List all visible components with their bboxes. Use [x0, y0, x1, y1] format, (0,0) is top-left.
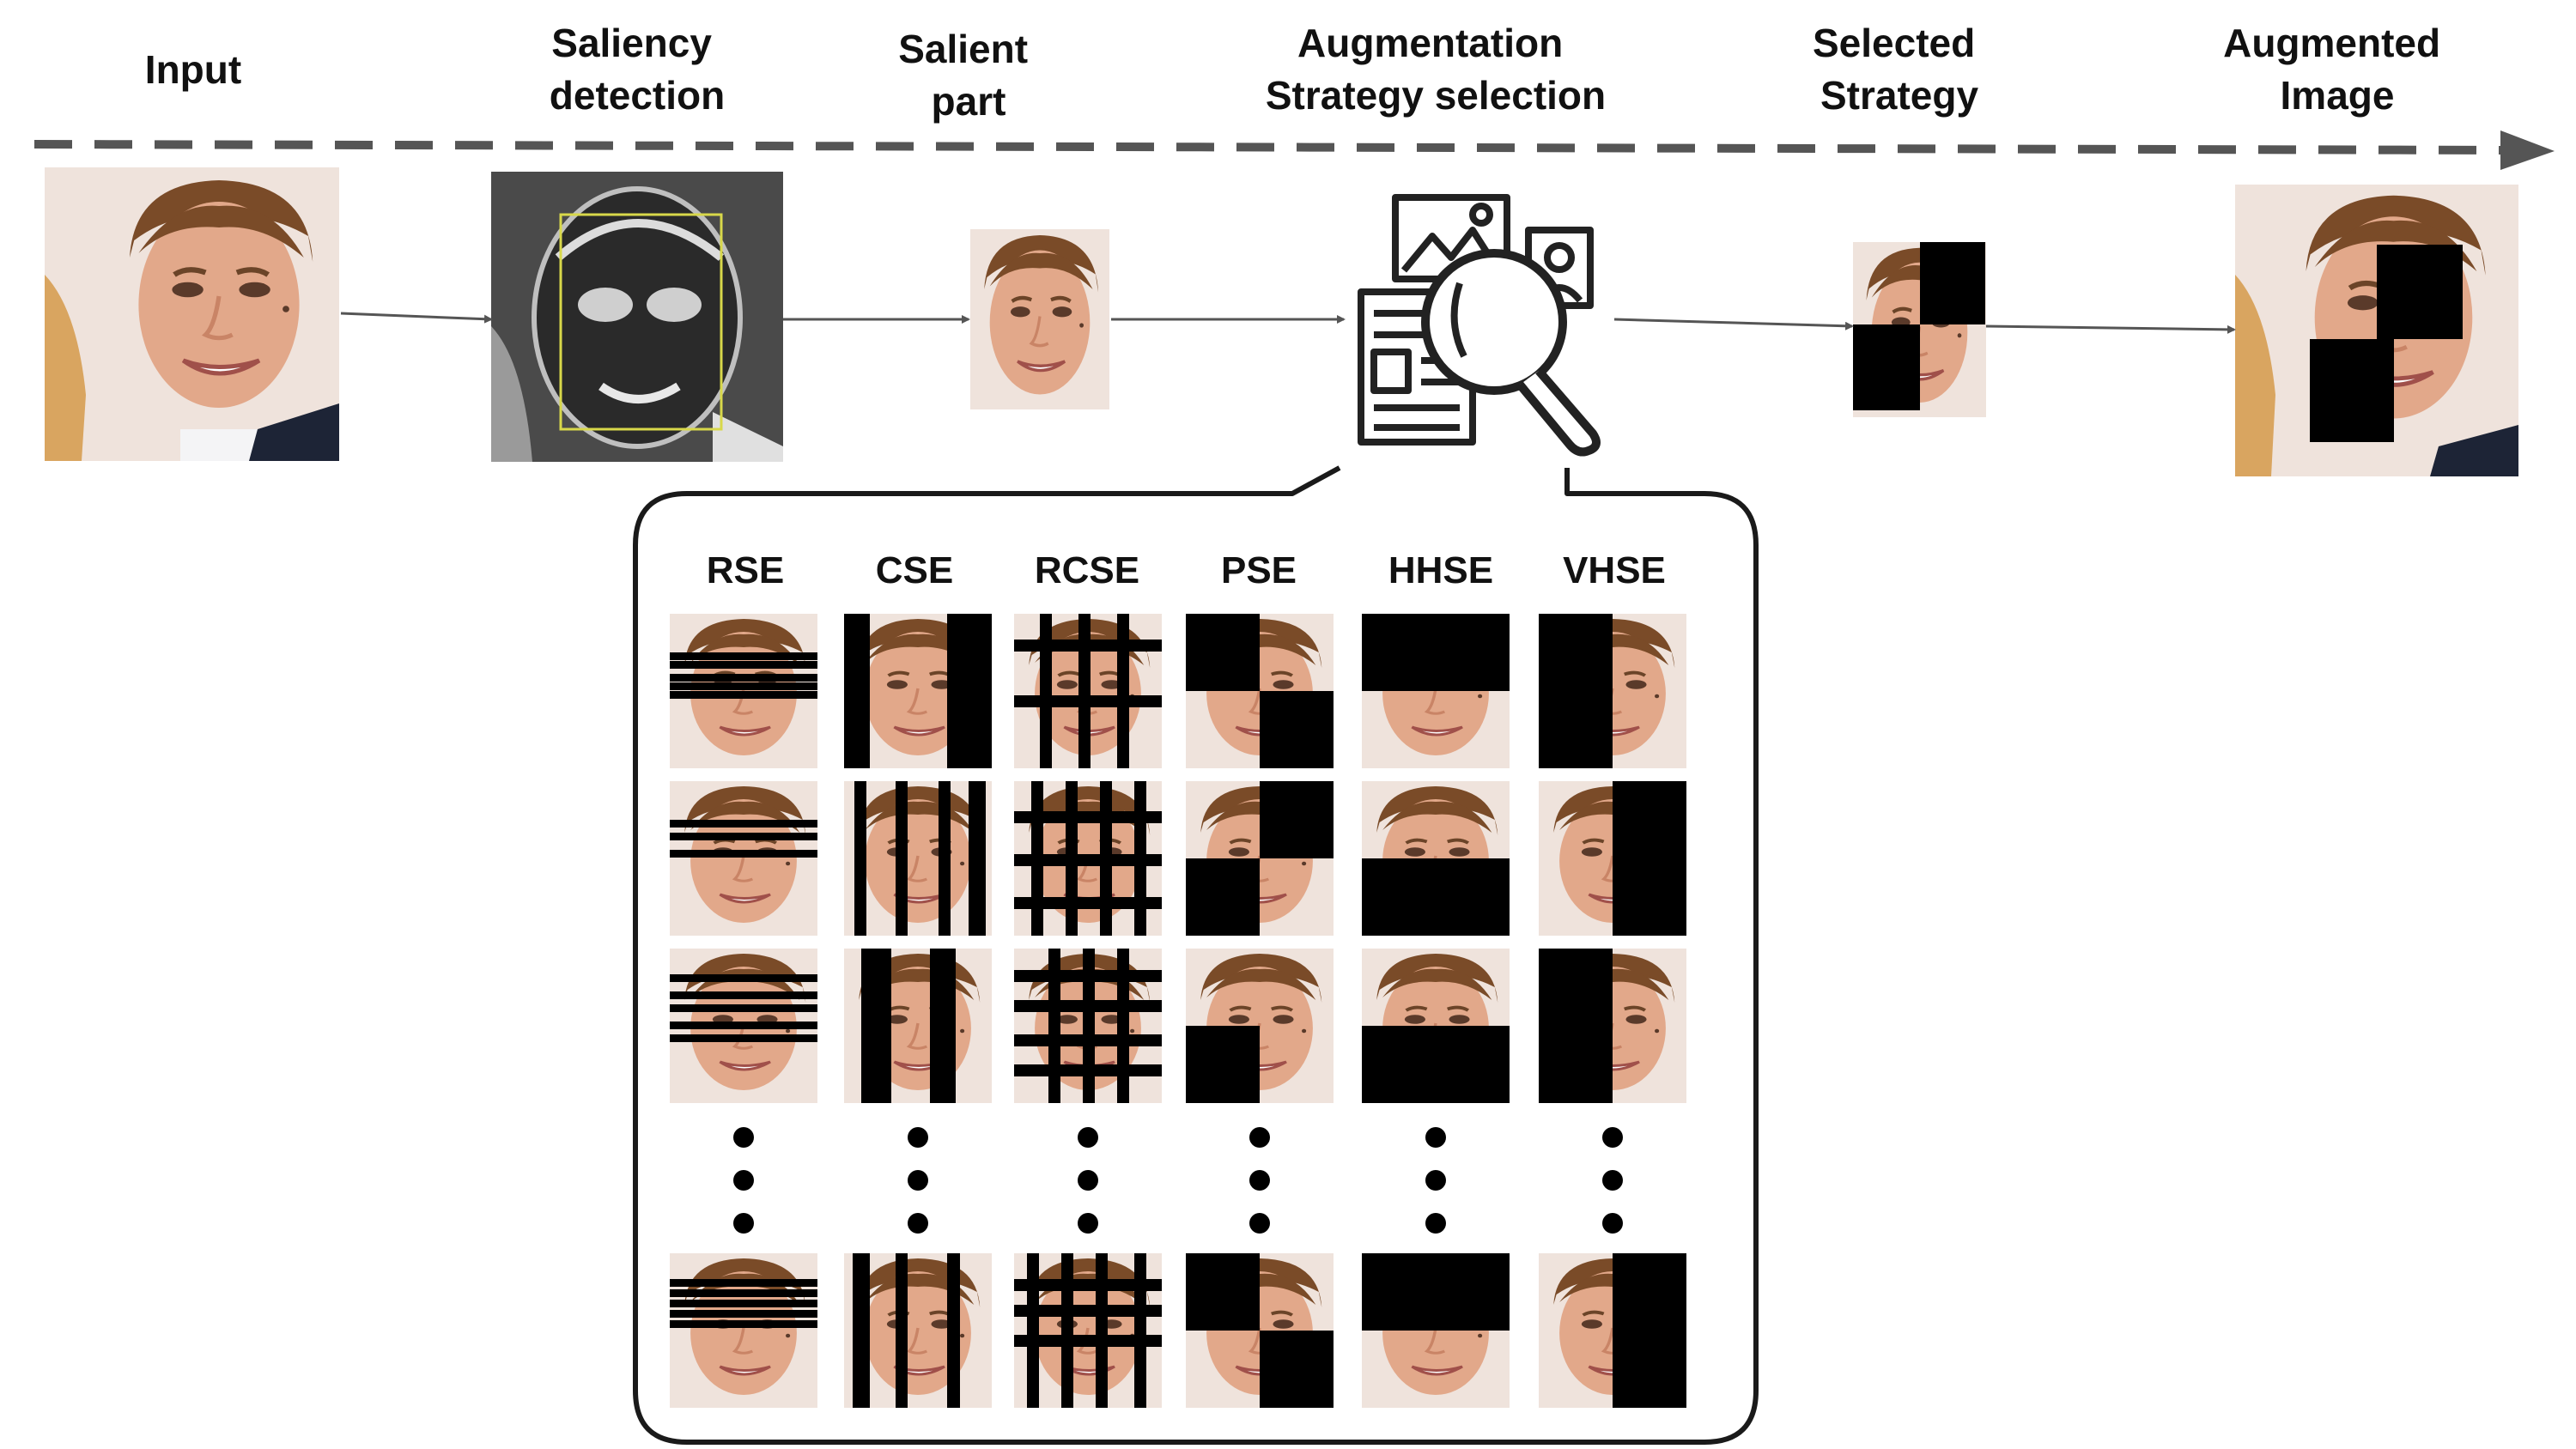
augmented-image: [2235, 185, 2518, 476]
strategy-example-3-3: [1186, 1253, 1334, 1408]
strategy-header-vhse: VHSE: [1563, 549, 1666, 591]
salient-part-crop: [970, 229, 1109, 409]
strategy-example-5-0: [1539, 614, 1686, 768]
label-salient-part: Salient part: [898, 27, 1039, 124]
strategy-example-4-1: [1362, 781, 1510, 936]
strategy-example-2-0: [1014, 614, 1162, 768]
strategy-example-4-0: [1362, 614, 1510, 768]
strategy-example-3-2: [1186, 949, 1334, 1103]
arrow-selected-to-augmented: [1985, 324, 2236, 334]
strategy-example-2-1: [1014, 781, 1162, 936]
ellipsis-dot: [1078, 1213, 1098, 1234]
arrow-input-to-saliency: [340, 312, 493, 324]
timeline-dashed-arrow: [33, 140, 2521, 155]
strategy-header-hhse: HHSE: [1388, 549, 1493, 591]
ellipsis-dot: [1425, 1213, 1446, 1234]
ellipsis-dot: [908, 1213, 928, 1234]
ellipsis-dot: [908, 1127, 928, 1148]
label-selected-strategy: Selected Strategy: [1813, 21, 1986, 118]
ellipsis-dot: [733, 1213, 754, 1234]
strategy-example-1-1: [844, 781, 992, 936]
strategy-example-0-1: [670, 781, 817, 936]
label-strategy-selection: Augmentation Strategy selection: [1266, 21, 1606, 118]
ellipsis-dot: [1425, 1127, 1446, 1148]
ellipsis-dot: [1078, 1170, 1098, 1191]
saliency-map: [491, 172, 783, 462]
ellipsis-dot: [733, 1170, 754, 1191]
strategy-example-5-2: [1539, 949, 1686, 1103]
strategy-header-pse: PSE: [1221, 549, 1297, 591]
strategy-example-4-3: [1362, 1253, 1510, 1408]
strategy-example-1-2: [844, 949, 992, 1103]
strategy-example-3-1: [1186, 781, 1334, 936]
strategy-example-0-2: [670, 949, 817, 1103]
strategy-example-5-1: [1539, 781, 1686, 936]
ellipsis-dot: [1602, 1213, 1623, 1234]
strategy-header-cse: CSE: [876, 549, 953, 591]
document-search-icon: [1358, 194, 1601, 457]
ellipsis-dot: [733, 1127, 754, 1148]
ellipsis-dot: [1078, 1127, 1098, 1148]
strategy-example-4-2: [1362, 949, 1510, 1103]
ellipsis-dot: [1425, 1170, 1446, 1191]
ellipsis-dot: [908, 1170, 928, 1191]
strategy-example-1-3: [844, 1253, 992, 1408]
ellipsis-dot: [1602, 1127, 1623, 1148]
strategy-header-rse: RSE: [707, 549, 784, 591]
label-saliency: Saliency detection: [550, 21, 725, 118]
strategy-example-3-0: [1186, 614, 1334, 768]
strategy-example-1-0: [844, 614, 992, 768]
strategy-examples-grid: [670, 614, 1686, 1408]
ellipsis-dot: [1602, 1170, 1623, 1191]
strategy-header-rcse: RCSE: [1035, 549, 1139, 591]
label-input: Input: [145, 47, 241, 92]
label-augmented-image: Augmented Image: [2223, 21, 2451, 118]
selected-strategy-image: [1853, 242, 1986, 417]
strategy-example-0-3: [670, 1253, 817, 1408]
strategy-example-2-3: [1014, 1253, 1162, 1408]
strategy-example-0-0: [670, 614, 817, 768]
ellipsis-dot: [1249, 1170, 1270, 1191]
strategy-example-2-2: [1014, 949, 1162, 1103]
ellipsis-dot: [1249, 1127, 1270, 1148]
arrow-selection-to-selected: [1613, 318, 1854, 330]
ellipsis-dot: [1249, 1213, 1270, 1234]
timeline-arrowhead: [2500, 130, 2555, 170]
strategy-panel-border: [633, 465, 1759, 1445]
strategy-example-5-3: [1539, 1253, 1686, 1408]
input-image: [45, 167, 339, 461]
